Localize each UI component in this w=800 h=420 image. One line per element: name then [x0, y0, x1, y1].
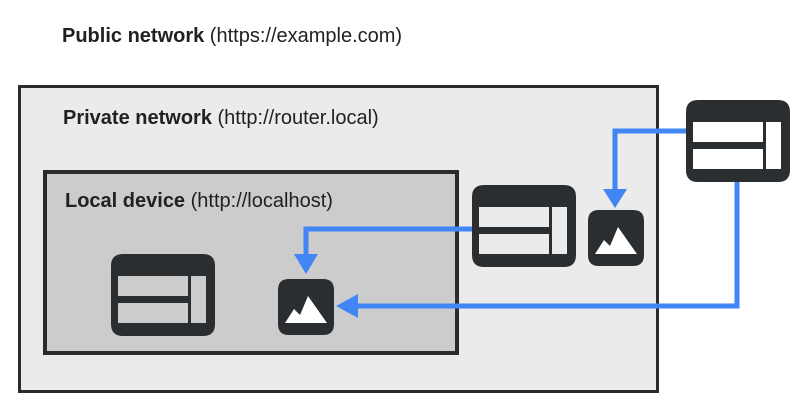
public-network-name: Public network: [62, 25, 205, 47]
local-device-label: Local device (http://localhost): [65, 189, 333, 213]
public-network-label: Public network (https://example.com): [62, 24, 402, 48]
browser-window-icon: [686, 100, 790, 182]
private-network-label: Private network (http://router.local): [63, 106, 379, 130]
private-network-url: (http://router.local): [211, 107, 379, 129]
public-network-url: (https://example.com): [204, 25, 403, 47]
local-device-name: Local device: [65, 190, 186, 212]
browser-window-icon: [111, 254, 215, 336]
image-icon: [278, 279, 334, 335]
image-icon: [588, 210, 644, 266]
private-network-name: Private network: [63, 107, 212, 129]
local-device-url: (http://localhost): [185, 190, 333, 212]
browser-window-icon: [472, 185, 576, 267]
